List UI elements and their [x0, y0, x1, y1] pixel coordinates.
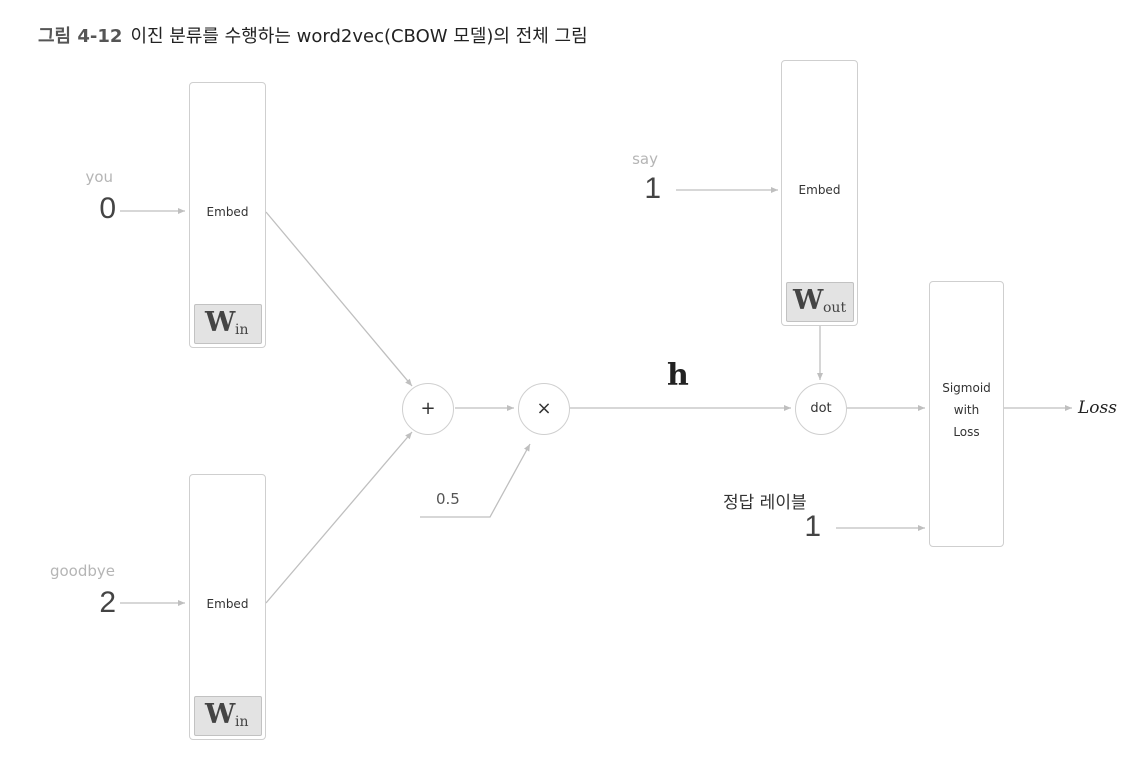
embed-layer-top: Embed W in: [189, 82, 266, 348]
answer-label-value: 1: [804, 510, 821, 543]
weight-symbol: W: [793, 285, 824, 316]
embed-layer-bottom: Embed W in: [189, 474, 266, 740]
weight-symbol: W: [205, 307, 236, 338]
wire-embed-add-top: [265, 211, 413, 387]
weight-w-in-top: W in: [194, 304, 262, 344]
weight-subscript: in: [235, 322, 249, 338]
input-word-you: you: [85, 168, 113, 186]
sigmoid-with-loss-layer: Sigmoid with Loss: [929, 281, 1004, 547]
input-index-you: 0: [99, 192, 116, 225]
embed-label: Embed: [798, 183, 841, 197]
figure-caption: 그림 4-12 이진 분류를 수행하는 word2vec(CBOW 모델)의 전체…: [38, 22, 588, 48]
input-index-goodbye: 2: [99, 586, 116, 619]
weight-subscript: in: [235, 714, 249, 730]
sigmoid-label-2: with: [953, 403, 980, 417]
sigmoid-label-3: Loss: [953, 425, 980, 439]
multiply-node: ×: [518, 383, 570, 435]
input-word-say: say: [632, 150, 658, 168]
embed-label: Embed: [206, 597, 249, 611]
hidden-layer-label: h: [667, 358, 689, 393]
answer-label-title: 정답 레이블: [723, 493, 807, 513]
weight-symbol: W: [205, 699, 236, 730]
figure-number: 그림 4-12: [38, 26, 123, 47]
embed-label: Embed: [206, 205, 249, 219]
add-node: +: [402, 383, 454, 435]
scale-constant: 0.5: [436, 490, 460, 508]
loss-output: Loss: [1078, 398, 1117, 418]
dot-node: dot: [795, 383, 847, 435]
sigmoid-label-1: Sigmoid: [942, 381, 991, 395]
wire-scale-mul: [420, 443, 531, 518]
wire-embed-add-bottom: [265, 431, 413, 604]
weight-subscript: out: [823, 300, 847, 316]
input-index-say: 1: [644, 172, 661, 205]
figure-title: 이진 분류를 수행하는 word2vec(CBOW 모델)의 전체 그림: [130, 26, 588, 47]
input-word-goodbye: goodbye: [49, 562, 115, 580]
weight-w-in-bottom: W in: [194, 696, 262, 736]
weight-w-out: W out: [786, 282, 854, 322]
embed-layer-out: Embed W out: [781, 60, 858, 326]
